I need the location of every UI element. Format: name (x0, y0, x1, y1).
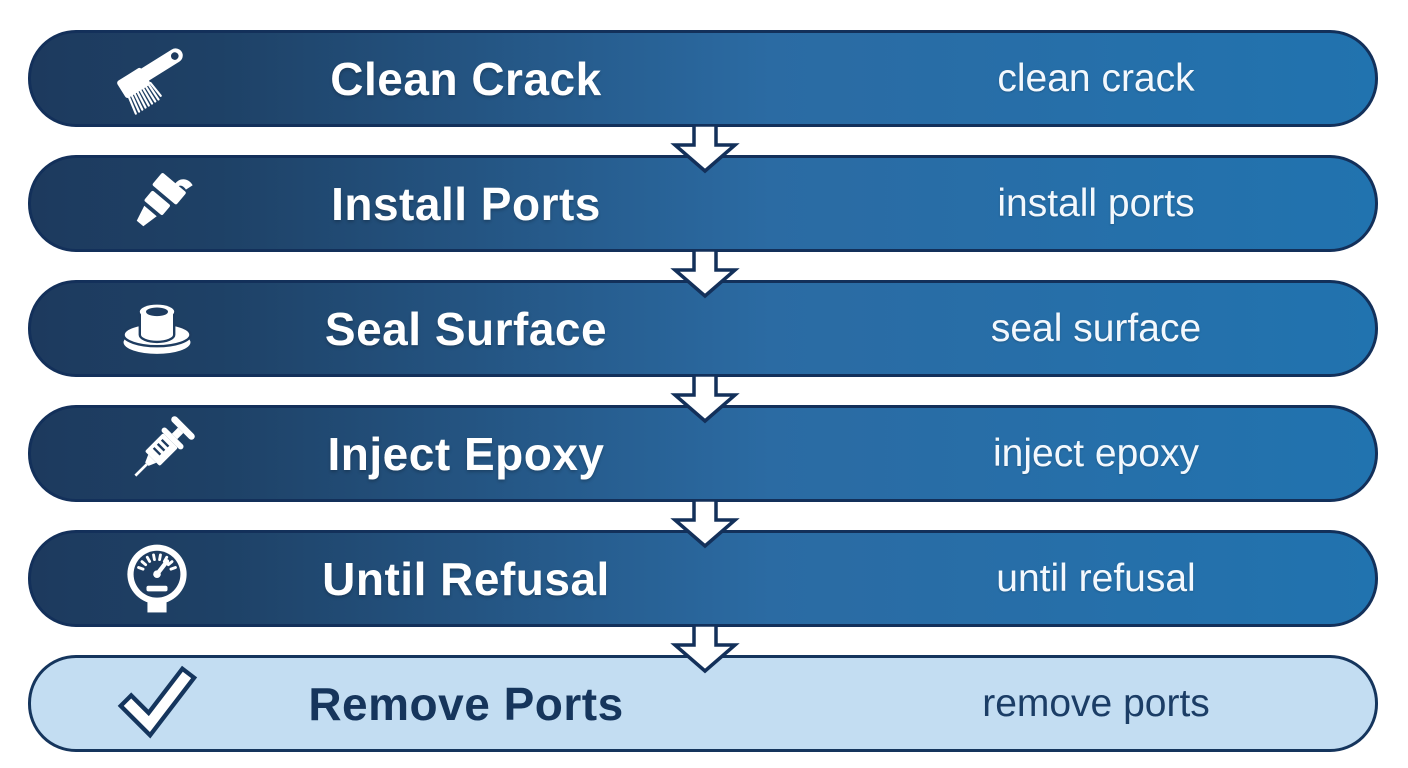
step-note: install ports (997, 181, 1195, 225)
port-icon (99, 158, 215, 249)
step-note: inject epoxy (993, 431, 1199, 475)
down-arrow-icon (670, 499, 740, 549)
step-title: Install Ports (331, 177, 601, 230)
check-icon (99, 658, 215, 749)
syringe-icon (99, 408, 215, 499)
step-note: seal surface (990, 306, 1202, 350)
gauge-icon (99, 533, 215, 624)
down-arrow-icon (670, 249, 740, 299)
step-note: remove ports (982, 681, 1210, 725)
step-title: Until Refusal (322, 552, 610, 605)
step-title: Remove Ports (308, 677, 624, 730)
step-title: Seal Surface (324, 302, 608, 355)
step-row-clean-crack: Clean Crack clean crack (28, 30, 1378, 127)
seal-icon (99, 283, 215, 374)
step-title: Inject Epoxy (327, 427, 605, 480)
down-arrow-icon (670, 124, 740, 174)
down-arrow-icon (670, 624, 740, 674)
down-arrow-icon (670, 374, 740, 424)
brush-icon (99, 33, 215, 124)
step-note: clean crack (997, 56, 1195, 100)
step-title: Clean Crack (330, 52, 602, 105)
step-note: until refusal (996, 556, 1196, 600)
